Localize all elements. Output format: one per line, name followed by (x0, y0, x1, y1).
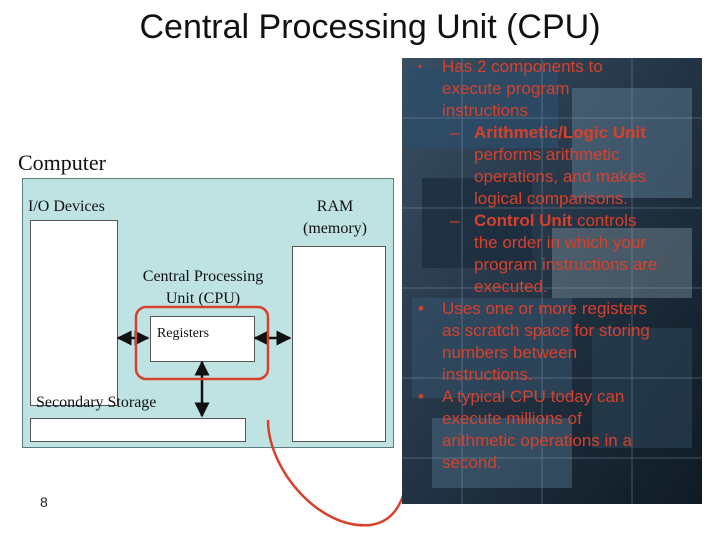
registers-highlight (134, 305, 270, 381)
page-number: 8 (40, 494, 48, 510)
sub-bullet-marker: – (450, 211, 460, 230)
bullet-marker: • (418, 299, 424, 318)
bullet-components: • Has 2 components to execute program in… (418, 57, 603, 120)
ram-label-line1: RAM (316, 198, 354, 215)
circuit-board-photo (402, 58, 702, 504)
registers-box (150, 316, 255, 362)
bullet-typical-cpu: • A typical CPU today can execute millio… (418, 387, 632, 472)
cpu-label-line2: Unit (CPU) (165, 290, 241, 307)
ram-label-line2: (memory) (303, 220, 367, 237)
secondary-storage-label: Secondary Storage (36, 394, 157, 411)
circuit-board-art (402, 58, 702, 504)
secondary-storage-box (30, 418, 246, 442)
io-devices-label: I/O Devices (28, 198, 105, 215)
sub-bullet-marker: – (450, 123, 460, 142)
bullet-registers: • Uses one or more registers as scratch … (418, 299, 650, 384)
computer-label: Computer (18, 150, 106, 175)
sub-bullet-control-unit: – Control Unit controls the order in whi… (450, 211, 658, 296)
ram-box (292, 246, 386, 442)
registers-callout-arrow (266, 360, 423, 527)
bullet-marker: • (418, 387, 424, 406)
bullet-marker: • (418, 61, 422, 73)
registers-label: Registers (156, 326, 210, 341)
slide-title: Central Processing Unit (CPU) (139, 8, 601, 46)
sub-bullet-alu: – Arithmetic/Logic Unit performs arithme… (450, 123, 646, 208)
io-devices-box (30, 220, 118, 406)
bullet-list: • Has 2 components to execute program in… (410, 56, 706, 474)
cpu-label-line1: Central Processing (142, 268, 264, 285)
